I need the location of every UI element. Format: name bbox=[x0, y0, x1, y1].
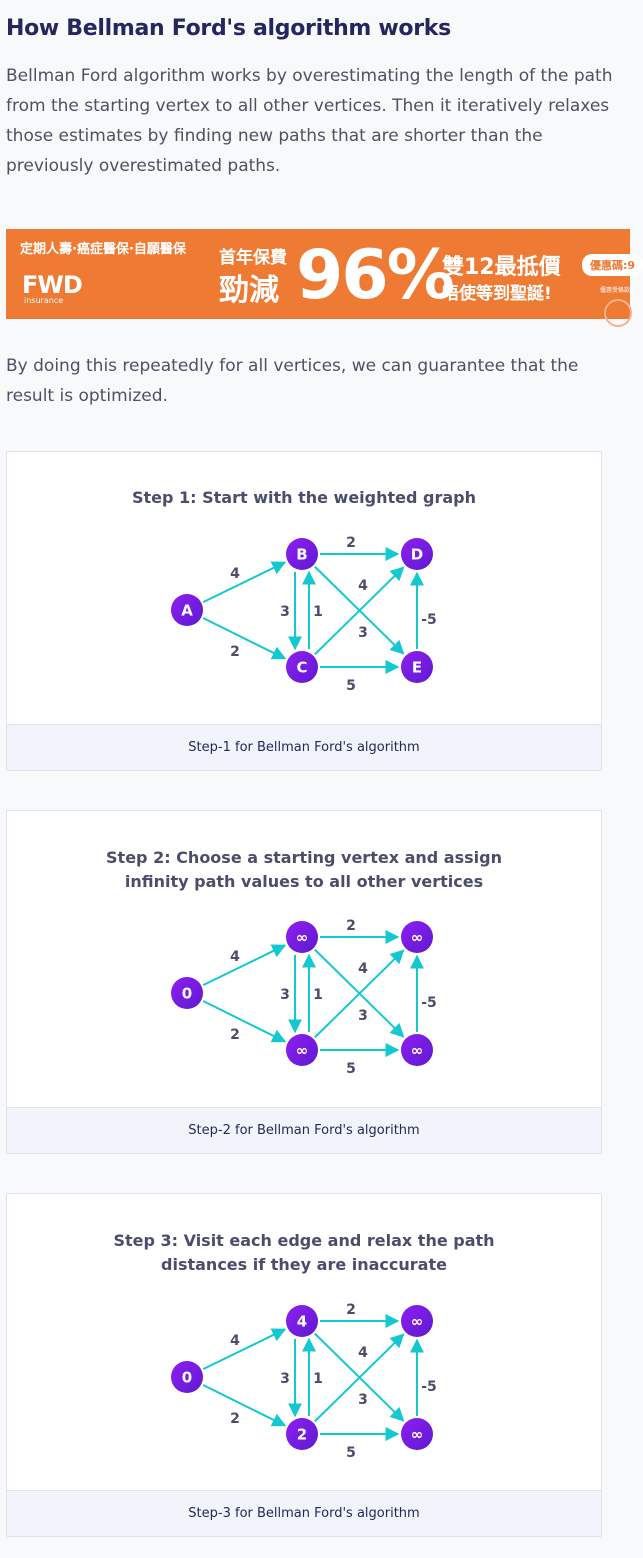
edge-weight-cb: 1 bbox=[313, 987, 323, 1003]
edge-cd bbox=[314, 1333, 405, 1423]
edge-weight-be: 3 bbox=[358, 625, 368, 641]
edge-weight-be: 3 bbox=[358, 1008, 368, 1024]
graph-diagram: 4 2 2 5 3 4 -5 3 1 A B C D E bbox=[171, 535, 437, 694]
edge-ac bbox=[202, 617, 287, 660]
figure-caption: Step-2 for Bellman Ford's algorithm bbox=[7, 1107, 601, 1153]
node-d bbox=[401, 538, 433, 570]
edge-ab bbox=[202, 944, 287, 987]
edge-weight-bc: 3 bbox=[280, 604, 290, 620]
node-c bbox=[286, 651, 318, 683]
node-label-b: ∞ bbox=[296, 929, 309, 947]
node-a bbox=[171, 1361, 203, 1393]
advertisement-banner[interactable]: 定期人壽·癌症醫保·自願醫保 FWD insurance 首年保費 勁減 96%… bbox=[6, 229, 643, 327]
node-d bbox=[401, 1305, 433, 1337]
figure-title-line: distances if they are inaccurate bbox=[161, 1255, 447, 1274]
figure-title-line: Step 1: Start with the weighted graph bbox=[131, 488, 477, 507]
node-label-c: 2 bbox=[297, 1426, 307, 1444]
edge-weight-bd: 2 bbox=[346, 1302, 356, 1318]
edge-weight-bd: 2 bbox=[346, 535, 356, 551]
node-label-a: 0 bbox=[182, 1369, 192, 1387]
repeat-paragraph: By doing this repeatedly for all vertice… bbox=[6, 356, 579, 406]
edge-weight-cb: 1 bbox=[313, 604, 323, 620]
edge-weight-ed: -5 bbox=[421, 612, 437, 628]
node-label-d: ∞ bbox=[411, 1313, 424, 1331]
ad-double12-text: 雙12最抵價 bbox=[442, 255, 561, 280]
article-page: How Bellman Ford's algorithm works Bellm… bbox=[6, 16, 643, 1537]
node-label-d: ∞ bbox=[411, 929, 424, 947]
node-label-e: ∞ bbox=[411, 1426, 424, 1444]
edge-weight-ce: 5 bbox=[346, 1445, 356, 1461]
edge-weight-cb: 1 bbox=[313, 1371, 323, 1387]
edge-weight-bc: 3 bbox=[280, 1371, 290, 1387]
edge-weight-ed: -5 bbox=[421, 995, 437, 1011]
edge-ac bbox=[202, 1384, 287, 1427]
ad-figure-icon bbox=[604, 299, 632, 327]
figure-step-1: Step 1: Start with the weighted graph 4 2… bbox=[6, 451, 602, 771]
figure-title: Step 1: Start with the weighted graph bbox=[7, 486, 601, 510]
graph-diagram: 4 2 2 5 3 4 -5 3 1 0 4 2 ∞ ∞ bbox=[171, 1302, 437, 1461]
ad-first-year-text: 首年保費 bbox=[219, 248, 287, 268]
figure-caption: Step-1 for Bellman Ford's algorithm bbox=[7, 724, 601, 770]
edge-weight-ab: 4 bbox=[230, 566, 240, 582]
node-label-e: E bbox=[412, 659, 422, 677]
node-label-c: C bbox=[296, 659, 307, 677]
node-e bbox=[401, 1418, 433, 1450]
edge-weight-ac: 2 bbox=[230, 1027, 240, 1043]
edge-weight-ce: 5 bbox=[346, 1061, 356, 1077]
node-b bbox=[286, 538, 318, 570]
edge-cd bbox=[314, 566, 405, 656]
edge-cd bbox=[314, 949, 405, 1039]
node-e bbox=[401, 651, 433, 683]
node-b bbox=[286, 921, 318, 953]
edge-weight-ac: 2 bbox=[230, 644, 240, 660]
section-heading: How Bellman Ford's algorithm works bbox=[6, 16, 451, 41]
node-label-b: B bbox=[296, 546, 307, 564]
ad-cut-text: 勁減 bbox=[219, 273, 279, 308]
graph-diagram: 4 2 2 5 3 4 -5 3 1 0 ∞ ∞ ∞ ∞ bbox=[171, 918, 437, 1077]
node-c bbox=[286, 1418, 318, 1450]
node-label-a: 0 bbox=[182, 985, 192, 1003]
edge-weight-be: 3 bbox=[358, 1392, 368, 1408]
ad-xmas-text: 唔使等到聖誕! bbox=[442, 284, 552, 304]
figure-title: Step 3: Visit each edge and relax the pa… bbox=[7, 1229, 601, 1277]
node-label-c: ∞ bbox=[296, 1042, 309, 1060]
ad-percent: 96% bbox=[296, 236, 455, 315]
edge-weight-bd: 2 bbox=[346, 918, 356, 934]
figure-caption: Step-3 for Bellman Ford's algorithm bbox=[7, 1490, 601, 1536]
edge-weight-cd: 4 bbox=[358, 578, 368, 594]
node-label-b: 4 bbox=[297, 1313, 307, 1331]
edge-weight-cd: 4 bbox=[358, 961, 368, 977]
figure-step-3: Step 3: Visit each edge and relax the pa… bbox=[6, 1193, 602, 1537]
fwd-logo-subtitle: insurance bbox=[24, 296, 64, 305]
edge-weight-cd: 4 bbox=[358, 1345, 368, 1361]
node-a bbox=[171, 977, 203, 1009]
ad-tagline: 定期人壽·癌症醫保·自願醫保 bbox=[20, 242, 186, 257]
figure-step-2: Step 2: Choose a starting vertex and ass… bbox=[6, 810, 602, 1154]
node-b bbox=[286, 1305, 318, 1337]
edge-weight-ce: 5 bbox=[346, 678, 356, 694]
node-label-e: ∞ bbox=[411, 1042, 424, 1060]
node-a bbox=[171, 594, 203, 626]
edge-ab bbox=[202, 1328, 287, 1371]
node-label-a: A bbox=[181, 602, 193, 620]
intro-paragraph: Bellman Ford algorithm works by overesti… bbox=[6, 66, 613, 176]
node-d bbox=[401, 921, 433, 953]
edge-weight-ac: 2 bbox=[230, 1411, 240, 1427]
edge-weight-ab: 4 bbox=[230, 1333, 240, 1349]
fwd-logo: FWD bbox=[22, 271, 83, 299]
edge-weight-bc: 3 bbox=[280, 987, 290, 1003]
node-c bbox=[286, 1034, 318, 1066]
ad-terms-text: 優惠受條款及 bbox=[600, 287, 637, 294]
edge-weight-ed: -5 bbox=[421, 1379, 437, 1395]
ad-promo-code[interactable]: 優惠碼:9 bbox=[582, 254, 643, 276]
node-e bbox=[401, 1034, 433, 1066]
edge-weight-ab: 4 bbox=[230, 949, 240, 965]
figure-title-line: Step 3: Visit each edge and relax the pa… bbox=[113, 1231, 495, 1250]
edge-ab bbox=[202, 561, 287, 604]
figure-title: Step 2: Choose a starting vertex and ass… bbox=[7, 846, 601, 894]
figure-title-line: infinity path values to all other vertic… bbox=[124, 872, 484, 891]
figure-title-line: Step 2: Choose a starting vertex and ass… bbox=[106, 848, 502, 867]
node-label-d: D bbox=[411, 546, 423, 564]
edge-ac bbox=[202, 1000, 287, 1043]
